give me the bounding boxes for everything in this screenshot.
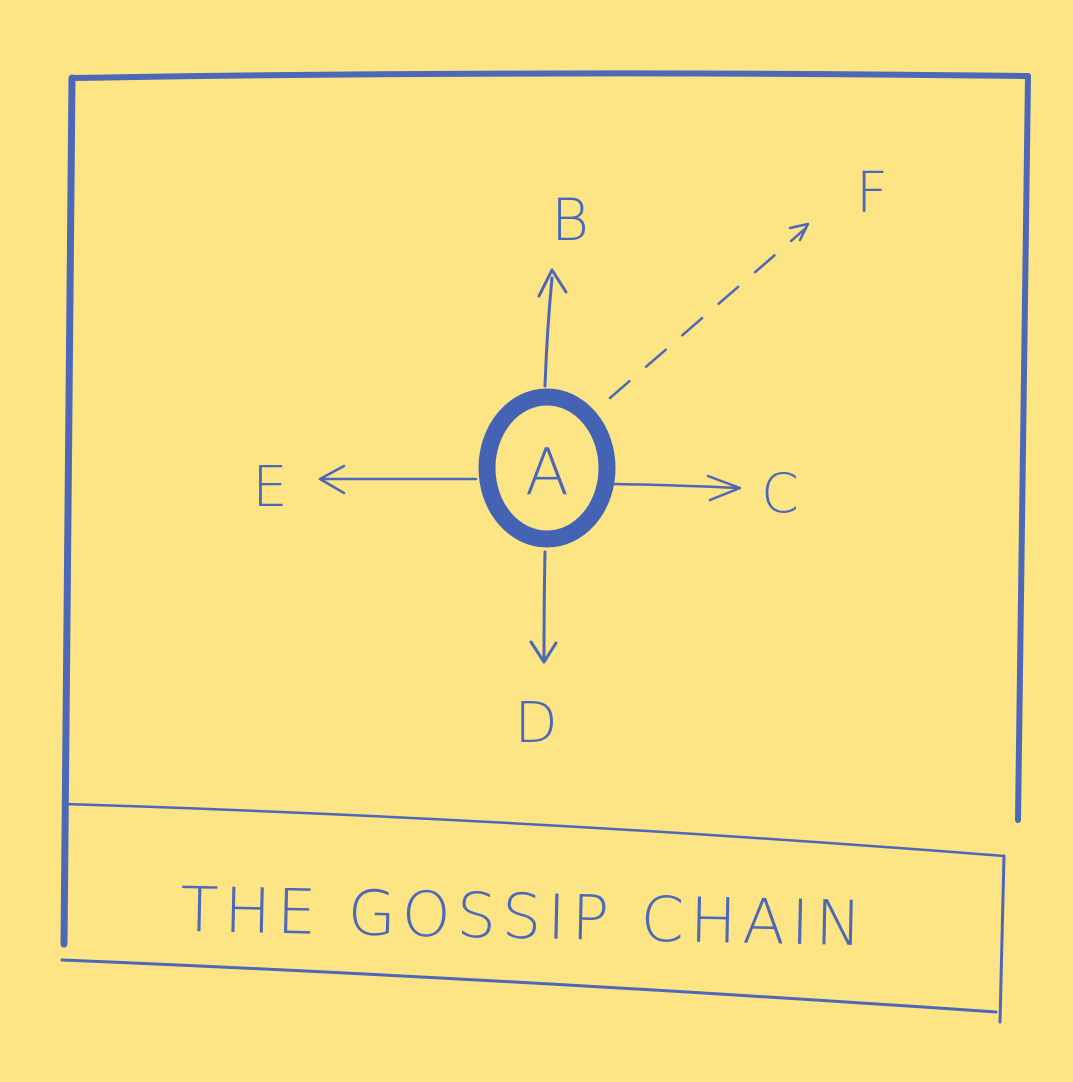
outer-frame xyxy=(60,70,1031,948)
node-a: A xyxy=(478,388,616,548)
caption-box xyxy=(60,802,1006,1024)
edge-a-to-f-dashed xyxy=(608,222,810,400)
node-a-label: A xyxy=(525,436,569,510)
diagram-title: THE GOSSIP CHAIN xyxy=(180,873,869,960)
edge-a-to-c xyxy=(612,474,742,502)
node-d-label: D xyxy=(514,691,557,756)
node-b-label: B xyxy=(551,186,589,254)
node-c-label: C xyxy=(761,462,799,525)
edge-a-to-b xyxy=(537,268,568,388)
node-f-label: F xyxy=(856,161,888,226)
node-e-label: E xyxy=(252,455,287,520)
edge-a-to-d xyxy=(529,550,558,664)
edge-a-to-e xyxy=(318,464,478,495)
